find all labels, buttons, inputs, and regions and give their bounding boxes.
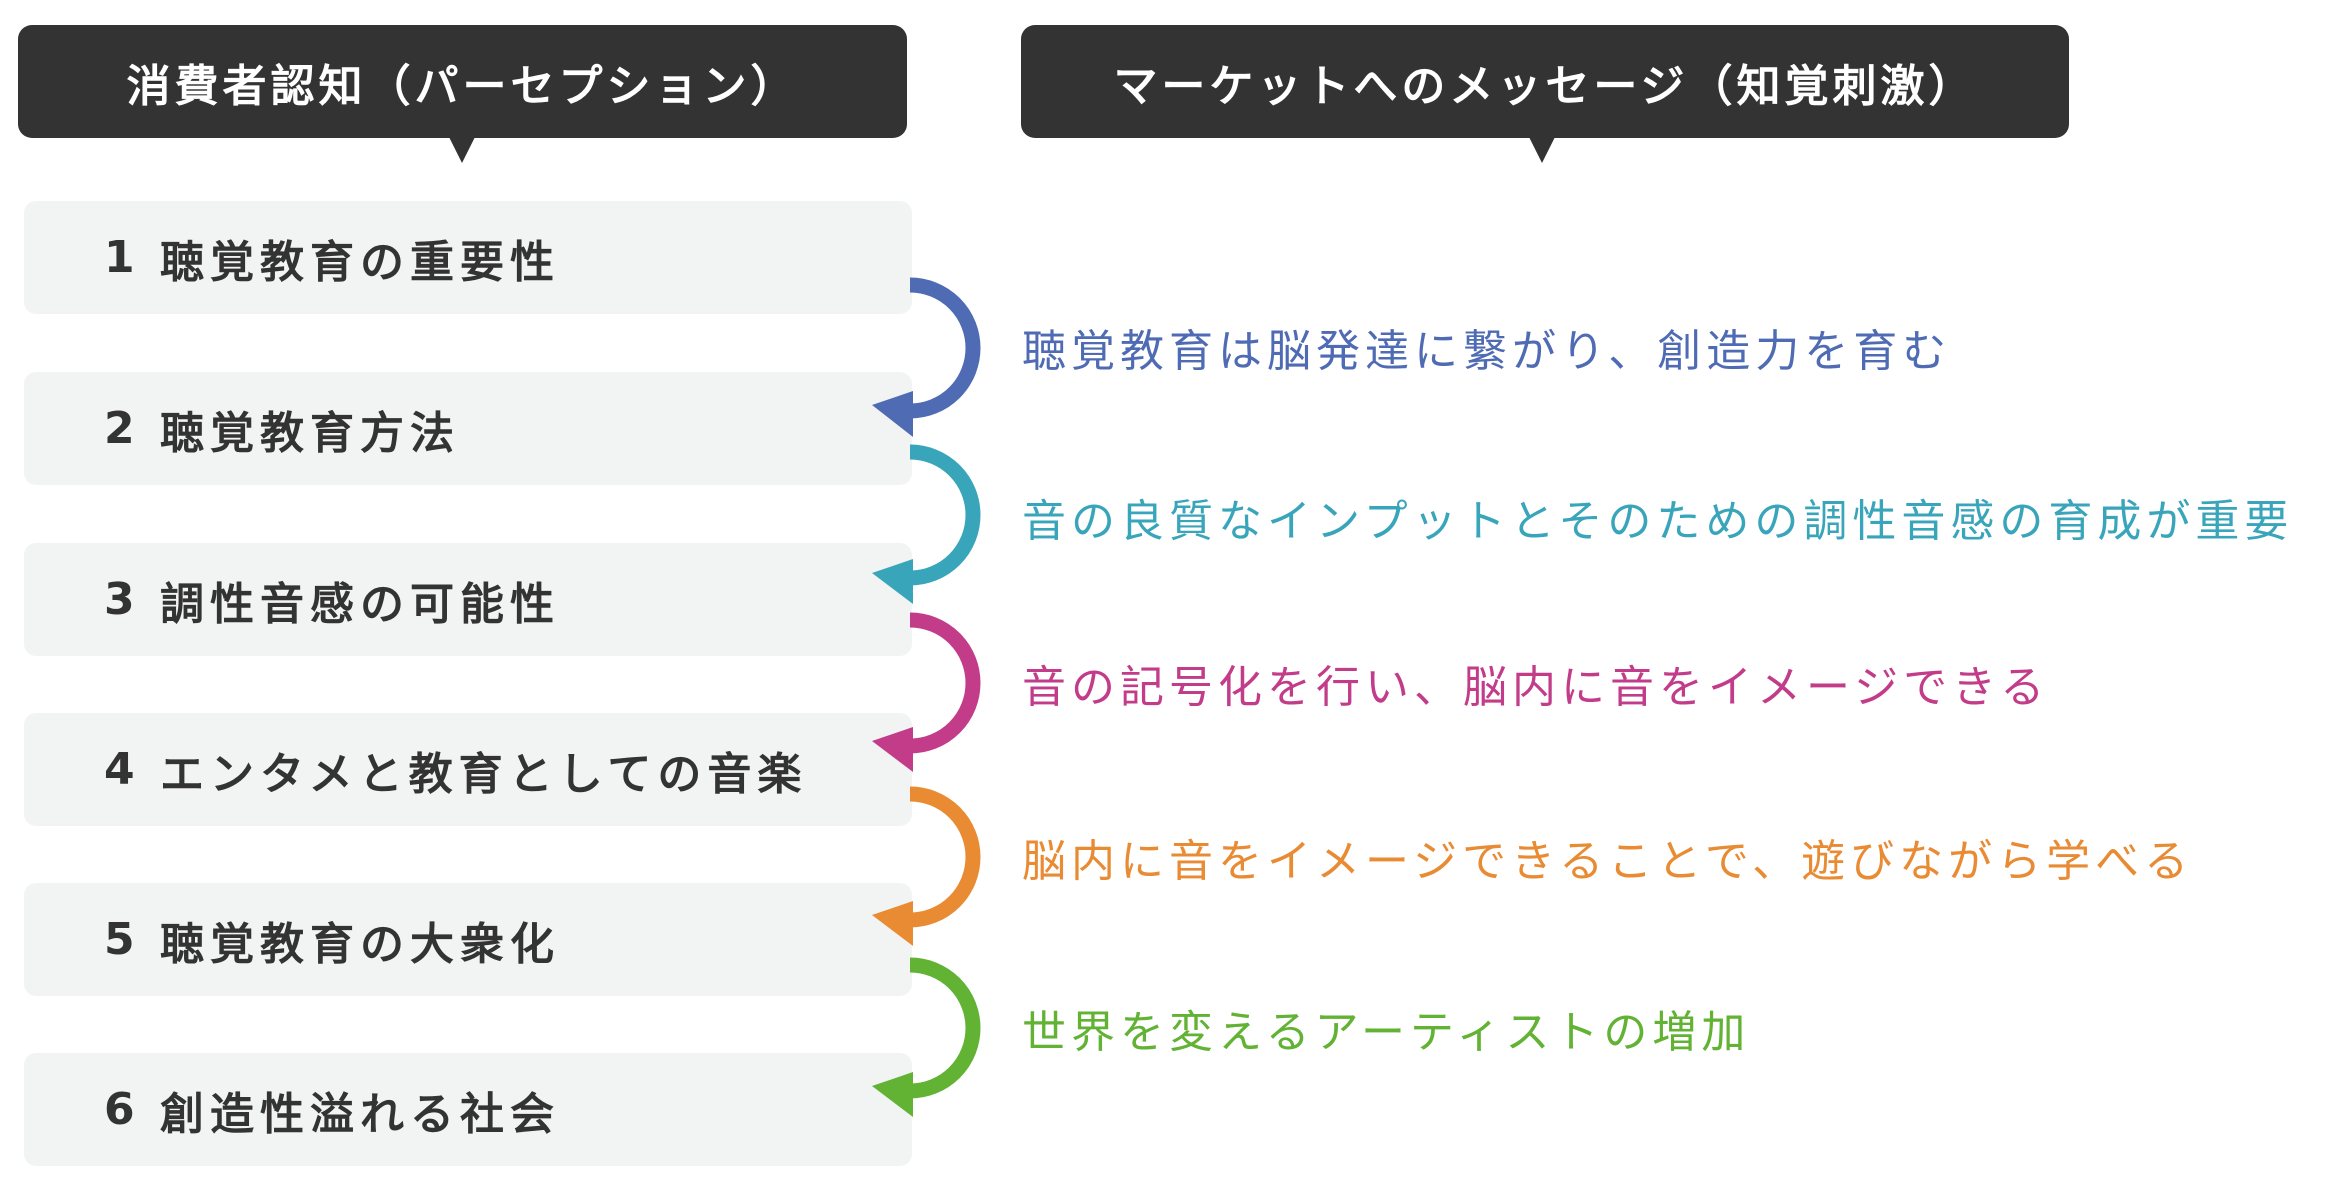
step-number: 1 bbox=[104, 232, 141, 283]
message-5: 世界を変えるアーティストの増加 bbox=[1022, 1007, 1751, 1058]
speech-tail-icon bbox=[1529, 137, 1555, 163]
message-1: 聴覚教育は脳発達に繋がり、創造力を育む bbox=[1022, 326, 1952, 377]
header-consumer-perception-label: 消費者認知（パーセプション） bbox=[126, 60, 799, 112]
header-market-message: マーケットへのメッセージ（知覚刺激） bbox=[1021, 25, 2069, 163]
speech-tail-icon bbox=[449, 137, 475, 163]
header-consumer-perception: 消費者認知（パーセプション） bbox=[18, 25, 907, 163]
step-label: 聴覚教育の大衆化 bbox=[160, 918, 560, 970]
step-label: 調性音感の可能性 bbox=[160, 578, 560, 630]
message-4: 脳内に音をイメージできることで、遊びながら学べる bbox=[1022, 836, 2194, 887]
step-number: 2 bbox=[104, 403, 141, 454]
step-number: 4 bbox=[104, 744, 141, 795]
step-label: 創造性溢れる社会 bbox=[160, 1088, 560, 1140]
step-box-6: 6 創造性溢れる社会 bbox=[24, 1053, 912, 1166]
step-box-3: 3 調性音感の可能性 bbox=[24, 543, 912, 656]
step-label: エンタメと教育としての音楽 bbox=[160, 748, 808, 800]
step-number: 3 bbox=[104, 574, 141, 625]
message-2: 音の良質なインプットとそのための調性音感の育成が重要 bbox=[1022, 496, 2294, 547]
step-label: 聴覚教育方法 bbox=[160, 407, 460, 459]
header-market-message-label: マーケットへのメッセージ（知覚刺激） bbox=[1113, 60, 1977, 112]
step-box-5: 5 聴覚教育の大衆化 bbox=[24, 883, 912, 996]
step-box-1: 1 聴覚教育の重要性 bbox=[24, 201, 912, 314]
step-box-2: 2 聴覚教育方法 bbox=[24, 372, 912, 485]
step-number: 6 bbox=[104, 1084, 141, 1135]
step-label: 聴覚教育の重要性 bbox=[160, 236, 560, 288]
step-box-4: 4 エンタメと教育としての音楽 bbox=[24, 713, 912, 826]
message-3: 音の記号化を行い、脳内に音をイメージできる bbox=[1022, 662, 2050, 713]
step-number: 5 bbox=[104, 914, 141, 965]
